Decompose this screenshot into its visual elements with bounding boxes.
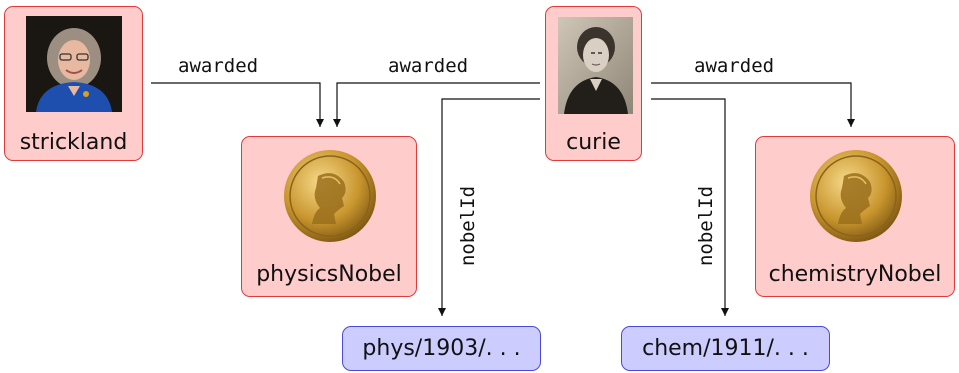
edge-label-awarded: awarded <box>388 55 469 77</box>
edge-curie-nobelId-phys <box>438 98 540 316</box>
node-label: strickland <box>19 130 128 155</box>
edge-strickland-awarded-physicsNobel <box>151 82 324 127</box>
nobel-medal-icon <box>808 148 904 244</box>
person-photo-icon <box>558 17 633 114</box>
edge-curie-awarded-physicsNobel <box>333 82 540 127</box>
node-chemistryNobel[interactable]: chemistryNobel <box>755 136 955 297</box>
edge-label-awarded: awarded <box>178 55 259 77</box>
edge-curie-awarded-chemistryNobel <box>651 82 855 127</box>
edge-label-nobelId: nobelId <box>695 185 717 267</box>
node-label: chemistryNobel <box>768 262 942 287</box>
literal-phys[interactable]: phys/1903/. . . <box>342 326 541 371</box>
edge-curie-nobelId-chem <box>651 98 729 316</box>
person-photo-icon <box>26 16 122 112</box>
node-strickland[interactable]: strickland <box>4 6 143 161</box>
node-curie[interactable]: curie <box>545 6 642 161</box>
nobel-medal-icon <box>282 148 378 244</box>
node-physicsNobel[interactable]: physicsNobel <box>241 136 417 297</box>
edge-label-nobelId: nobelId <box>457 185 479 267</box>
literal-chem[interactable]: chem/1911/. . . <box>621 326 830 371</box>
node-label: curie <box>566 130 621 155</box>
edge-label-awarded: awarded <box>694 55 775 77</box>
node-label: physicsNobel <box>256 262 402 287</box>
